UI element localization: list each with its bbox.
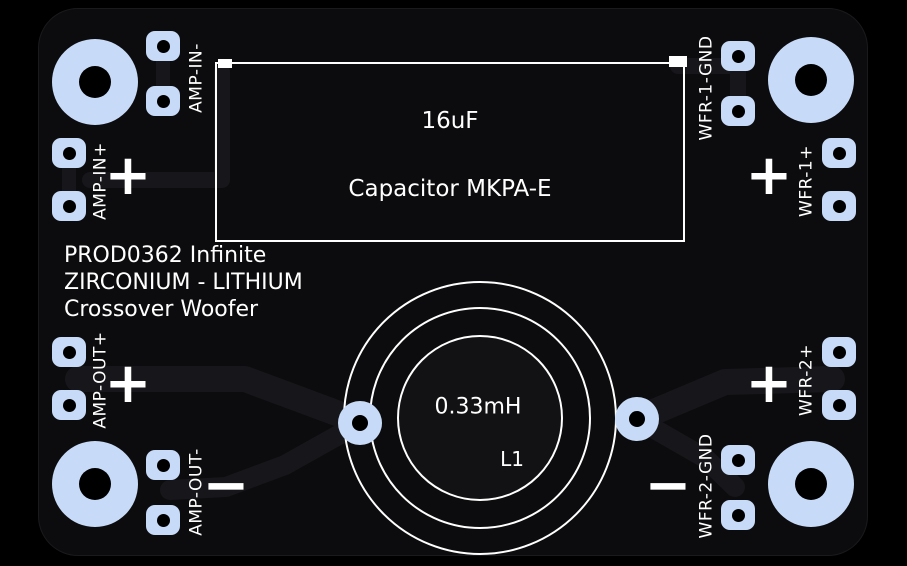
pad-amp-out-minus-1[interactable]	[146, 450, 180, 480]
pad-amp-out-plus-2[interactable]	[52, 390, 86, 420]
wfr-2-gnd-minus-sign: −	[644, 453, 692, 518]
mounting-hole-top-left[interactable]	[52, 39, 138, 125]
inductor-pad-left[interactable]	[338, 401, 382, 445]
label-wfr-1-gnd: WFR-1-GND	[696, 35, 717, 141]
pad-wfr-2-plus-2[interactable]	[822, 390, 856, 420]
pad-amp-out-minus-2[interactable]	[146, 505, 180, 535]
inductor-inner-ring	[397, 335, 563, 501]
mounting-hole-bottom-right[interactable]	[768, 441, 854, 527]
pad-wfr-1-plus-1[interactable]	[822, 138, 856, 168]
inductor-designator-label: L1	[500, 447, 524, 471]
inductor-pad-right[interactable]	[615, 397, 659, 441]
pad-amp-in-minus-1[interactable]	[146, 31, 180, 61]
mounting-hole-bottom-left[interactable]	[52, 441, 138, 527]
mounting-hole-top-right[interactable]	[768, 37, 854, 123]
amp-out-minus-sign: −	[202, 453, 250, 518]
label-wfr-1-plus: WFR-1+	[796, 145, 817, 217]
pad-amp-in-plus-2[interactable]	[52, 191, 86, 221]
label-amp-in-minus: AMP-IN-	[186, 43, 207, 113]
pad-amp-in-plus-1[interactable]	[52, 138, 86, 168]
pad-wfr-1-plus-2[interactable]	[822, 191, 856, 221]
copper-trace	[627, 409, 745, 497]
pad-wfr-2-gnd-2[interactable]	[721, 500, 755, 530]
capacitor-pin-mark-right	[669, 56, 687, 67]
capacitor-body[interactable]: 16uF Capacitor MKPA-E	[215, 62, 685, 242]
silkscreen-title-line3: Crossover Woofer	[64, 297, 259, 322]
capacitor-name-label: Capacitor MKPA-E	[348, 176, 552, 202]
silkscreen-title-line1: PROD0362 Infinite	[64, 243, 267, 268]
label-wfr-2-gnd: WFR-2-GND	[696, 433, 717, 539]
pad-wfr-2-gnd-1[interactable]	[721, 445, 755, 475]
wfr-2-plus-sign: +	[745, 351, 793, 416]
wfr-1-plus-sign: +	[745, 143, 793, 208]
silkscreen-title-line2: ZIRCONIUM - LITHIUM	[64, 270, 303, 295]
silkscreen-title: PROD0362 Infinite ZIRCONIUM - LITHIUM Cr…	[64, 242, 303, 323]
capacitor-value-label: 16uF	[421, 108, 479, 134]
copper-trace	[82, 64, 230, 188]
inductor-value-label: 0.33mH	[434, 394, 522, 420]
pad-wfr-1-gnd-2[interactable]	[721, 96, 755, 126]
pad-amp-out-plus-1[interactable]	[52, 337, 86, 367]
copper-trace	[624, 366, 845, 432]
copper-trace	[65, 366, 371, 434]
pad-wfr-1-gnd-1[interactable]	[721, 41, 755, 71]
capacitor-pin-mark-left	[218, 59, 232, 68]
amp-out-plus-sign: +	[104, 351, 152, 416]
pad-wfr-2-plus-1[interactable]	[822, 337, 856, 367]
copper-trace	[160, 413, 370, 500]
pad-amp-in-minus-2[interactable]	[146, 86, 180, 116]
amp-in-plus-sign: +	[104, 143, 152, 208]
label-wfr-2-plus: WFR-2+	[796, 344, 817, 416]
